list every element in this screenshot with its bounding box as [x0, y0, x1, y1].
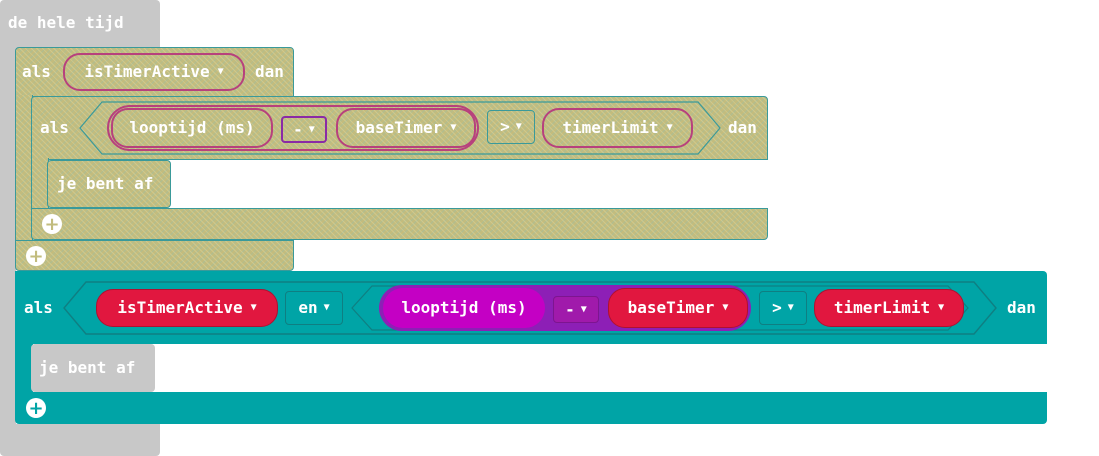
add-icon[interactable]: +	[26, 246, 46, 267]
main-if-var-dropdown[interactable]: isTimerActive ▼	[96, 289, 278, 327]
main-if-limit-dropdown[interactable]: timerLimit ▼	[814, 289, 964, 327]
main-if-limit-label: timerLimit	[833, 298, 931, 317]
outer-if-header[interactable]	[15, 47, 294, 97]
outer-if-label: als	[22, 62, 51, 81]
main-if-footer	[15, 392, 1047, 424]
main-if-then: dan	[1007, 298, 1036, 317]
outer-if-var-dropdown[interactable]: isTimerActive ▼	[63, 53, 245, 91]
chevron-down-icon: ▼	[580, 303, 587, 315]
chevron-down-icon: ▼	[323, 302, 330, 313]
gt-label: >	[772, 298, 782, 317]
forever-label: de hele tijd	[8, 13, 124, 32]
inner-if-minus-dropdown[interactable]: - ▼	[281, 116, 327, 143]
outer-if-then: dan	[255, 62, 284, 81]
inner-if-base-label: baseTimer	[355, 118, 443, 137]
chevron-down-icon: ▼	[250, 302, 257, 313]
main-if-runtime-label: looptijd (ms)	[401, 298, 527, 317]
add-icon[interactable]: +	[42, 214, 62, 235]
minus-label: -	[293, 119, 303, 139]
forever-block[interactable]	[0, 0, 160, 49]
main-if-runtime-block[interactable]: looptijd (ms)	[383, 288, 545, 328]
inner-if-then: dan	[728, 118, 757, 137]
and-label: en	[298, 298, 318, 317]
inner-if-label: als	[40, 118, 69, 137]
chevron-down-icon: ▼	[722, 302, 729, 313]
inner-if-limit-dropdown[interactable]: timerLimit ▼	[542, 108, 693, 148]
main-if-base-label: baseTimer	[627, 298, 715, 317]
main-if-body-block[interactable]	[31, 344, 155, 392]
chevron-down-icon: ▼	[666, 122, 673, 133]
main-if-gt-dropdown[interactable]: > ▼	[759, 291, 807, 325]
inner-if-gt-dropdown[interactable]: > ▼	[487, 110, 535, 144]
chevron-down-icon: ▼	[217, 66, 224, 77]
chevron-down-icon: ▼	[938, 302, 945, 313]
main-if-condition-outline	[63, 281, 997, 335]
main-if-left-bar	[15, 342, 33, 394]
main-if-minus-dropdown[interactable]: - ▼	[553, 296, 599, 323]
inner-if-limit-label: timerLimit	[562, 118, 659, 137]
gt-label: >	[500, 117, 510, 136]
inner-if-runtime-block[interactable]: looptijd (ms)	[111, 108, 273, 148]
inner-if-runtime-label: looptijd (ms)	[129, 118, 255, 137]
inner-if-condition-outline	[79, 101, 721, 155]
inner-if-body-label: je bent af	[57, 174, 154, 193]
main-if-label: als	[24, 298, 53, 317]
inner-if-body-block[interactable]	[47, 160, 171, 208]
forever-bottom	[0, 424, 160, 456]
chevron-down-icon: ▼	[787, 302, 794, 313]
inner-if-header[interactable]	[31, 96, 768, 160]
main-if-math-outline	[351, 285, 969, 331]
inner-if-math-outline[interactable]	[107, 105, 479, 151]
chevron-down-icon: ▼	[308, 123, 315, 135]
main-if-base-dropdown[interactable]: baseTimer ▼	[608, 288, 748, 328]
chevron-down-icon: ▼	[450, 122, 457, 133]
outer-if-var-label: isTimerActive	[84, 62, 210, 81]
inner-if-footer	[31, 208, 768, 240]
main-if-var-label: isTimerActive	[117, 298, 243, 317]
chevron-down-icon: ▼	[515, 121, 522, 132]
main-if-body-label: je bent af	[39, 358, 136, 377]
outer-if-footer	[15, 240, 294, 271]
forever-left-bar	[0, 45, 16, 430]
minus-label: -	[565, 299, 575, 319]
main-if-and-dropdown[interactable]: en ▼	[285, 291, 343, 325]
inner-if-base-dropdown[interactable]: baseTimer ▼	[336, 108, 476, 148]
add-icon[interactable]: +	[26, 398, 46, 419]
